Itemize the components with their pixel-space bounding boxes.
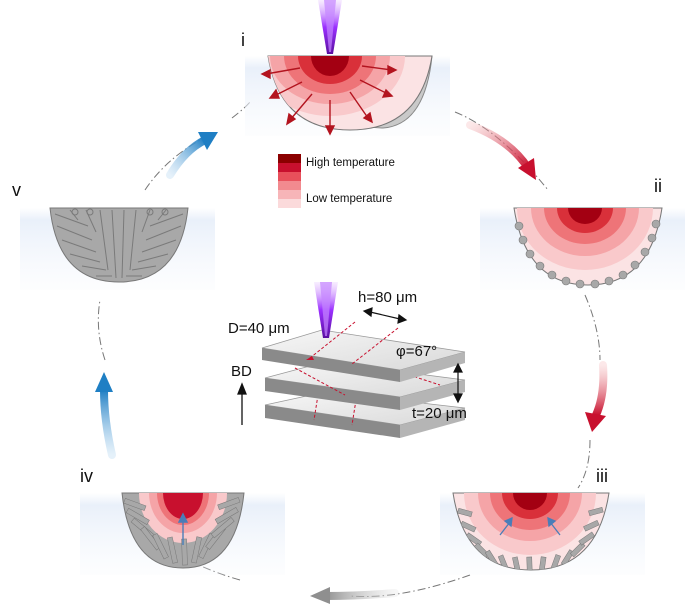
stage-label-iv: iv xyxy=(80,466,93,486)
arrow-iii-to-iv xyxy=(310,587,399,604)
legend-low-label: Low temperature xyxy=(306,193,392,205)
temperature-legend: High temperature Low temperature xyxy=(278,154,395,208)
arrow-i-to-ii xyxy=(466,121,536,180)
stage-label-v: v xyxy=(12,180,21,200)
scan-strategy-schematic: h=80 μm D=40 μm φ=67° t=20 μm BD xyxy=(228,282,467,438)
stage-v-solidified: v xyxy=(12,180,215,290)
spot-diameter-label: D=40 μm xyxy=(228,320,290,337)
layer-thickness-label: t=20 μm xyxy=(412,405,467,422)
stage-label-i: i xyxy=(241,30,245,50)
nucleation-particles xyxy=(514,219,661,289)
stage-iv-grain-competition: iv xyxy=(80,466,285,575)
legend-high-label: High temperature xyxy=(306,157,395,169)
stage-ii-nucleation: ii xyxy=(480,176,685,290)
rotation-angle-label: φ=67° xyxy=(396,343,437,360)
heat-flux-arrows xyxy=(260,64,398,136)
arrow-iv-to-v xyxy=(95,372,116,459)
arrow-ii-to-iii xyxy=(585,361,608,432)
hatch-spacing-label: h=80 μm xyxy=(358,289,417,306)
stage-label-ii: ii xyxy=(654,176,662,196)
layer-middle xyxy=(264,361,466,410)
stage-i-melting: i xyxy=(241,0,450,136)
arrow-v-to-i xyxy=(166,132,218,179)
layer-top xyxy=(261,321,466,382)
build-direction-label: BD xyxy=(231,363,252,380)
stage-iii-columnar-growth: iii xyxy=(440,466,645,575)
stage-label-iii: iii xyxy=(596,466,608,486)
